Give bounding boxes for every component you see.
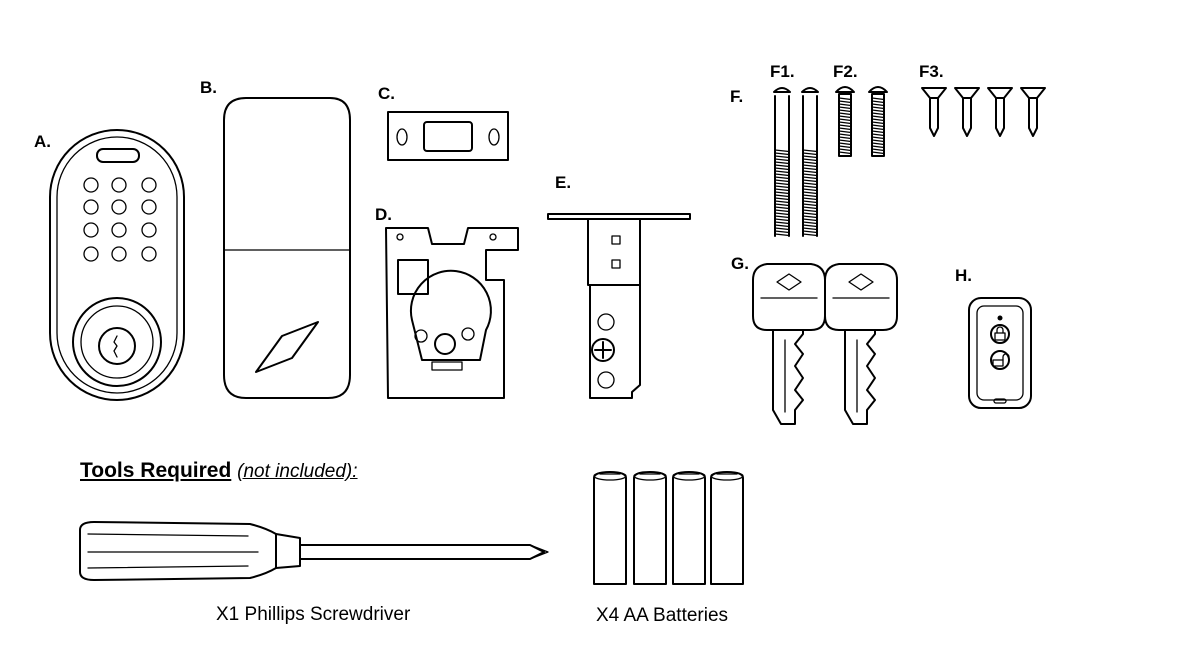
label-f: F. [730, 87, 744, 106]
label-f3: F3. [919, 62, 944, 81]
label-g: G. [731, 254, 749, 273]
short-screws-f3 [921, 87, 1046, 137]
long-screws-f1 [773, 87, 819, 237]
medium-screws-f2 [835, 86, 888, 157]
tools-heading-text: Tools Required [80, 459, 232, 482]
latch-bolt [547, 213, 691, 399]
label-c: C. [378, 84, 395, 103]
batteries-caption: X4 AA Batteries [596, 605, 729, 626]
phillips-screwdriver [79, 521, 549, 581]
keys [752, 263, 898, 425]
screwdriver-caption: X1 Phillips Screwdriver [216, 604, 411, 625]
label-f2: F2. [833, 62, 858, 81]
strike-plate [387, 111, 509, 161]
tools-note-text: (not included): [237, 461, 358, 482]
aa-batteries [593, 471, 744, 585]
keypad-deadbolt [49, 129, 185, 401]
label-d: D. [375, 205, 392, 224]
remote-fob [968, 297, 1032, 409]
tools-required-heading: Tools Required (not included): [80, 460, 358, 481]
label-e: E. [555, 173, 572, 192]
label-b: B. [200, 78, 217, 97]
label-a: A. [34, 132, 51, 151]
label-h: H. [955, 266, 972, 285]
label-f1: F1. [770, 62, 795, 81]
interior-unit [223, 97, 351, 399]
mounting-plate [385, 227, 519, 399]
